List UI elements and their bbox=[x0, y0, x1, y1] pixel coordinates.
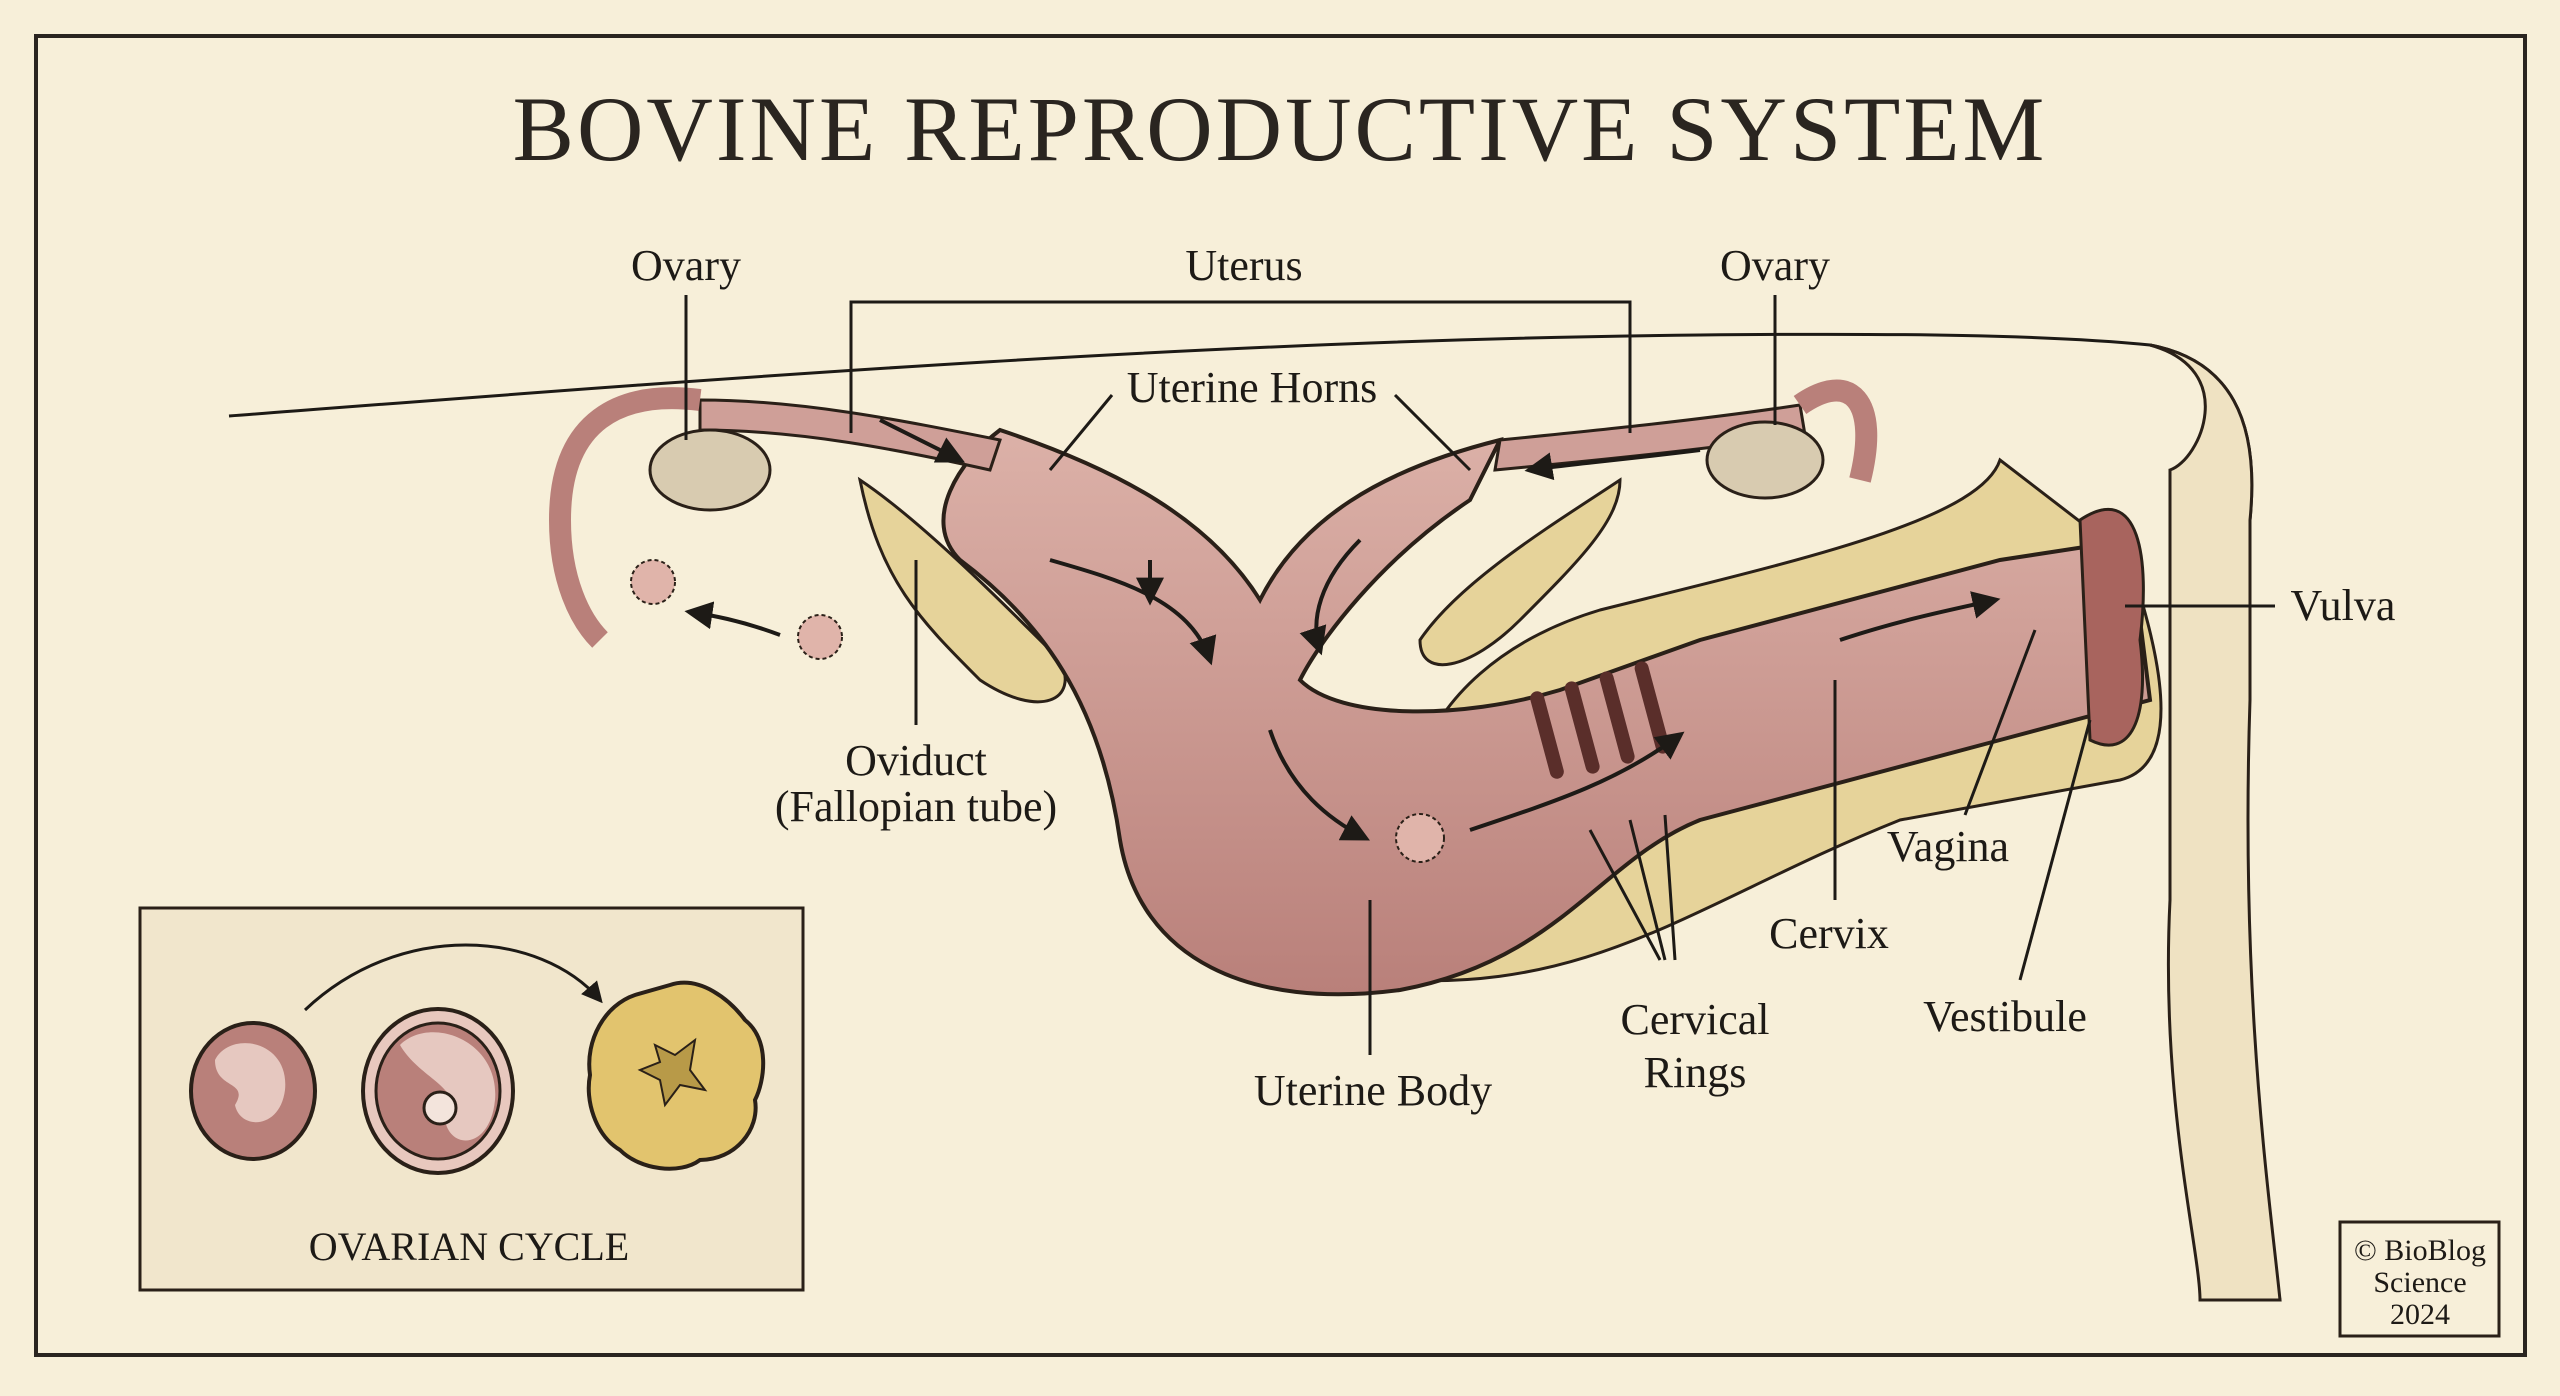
label-oviduct: Oviduct bbox=[845, 736, 987, 785]
ovum-icon bbox=[797, 614, 843, 660]
label-cervical-rings-2: Rings bbox=[1644, 1048, 1747, 1097]
ligament-left bbox=[857, 476, 1067, 704]
ovum-icon bbox=[630, 559, 676, 605]
label-cervical-rings-1: Cervical bbox=[1620, 995, 1769, 1044]
ovary-right bbox=[1705, 420, 1825, 500]
ovarian-cycle-inset: OVARIAN CYCLE bbox=[138, 906, 805, 1292]
label-vagina: Vagina bbox=[1887, 822, 2009, 871]
label-ovary-right: Ovary bbox=[1720, 241, 1830, 290]
corpus-luteum-icon bbox=[586, 980, 766, 1171]
label-uterine-horns: Uterine Horns bbox=[1127, 363, 1378, 412]
cervical-rings bbox=[1530, 661, 1670, 779]
tail bbox=[2149, 343, 2282, 1302]
label-vulva: Vulva bbox=[2291, 581, 2396, 630]
oviduct-right bbox=[1793, 379, 1878, 483]
label-uterus: Uterus bbox=[1185, 241, 1302, 290]
credit-box: © BioBlog Science 2024 bbox=[2338, 1220, 2501, 1338]
label-ovary-left: Ovary bbox=[631, 241, 741, 290]
uterine-horn-left bbox=[698, 398, 1002, 472]
frame-border bbox=[34, 34, 2527, 1357]
uterus-bracket bbox=[849, 300, 1632, 433]
ovum-icon bbox=[1395, 813, 1445, 863]
credit-line-2: Science bbox=[2373, 1266, 2466, 1299]
label-uterine-body: Uterine Body bbox=[1254, 1066, 1492, 1115]
credit-line-3: 2024 bbox=[2390, 1298, 2450, 1331]
label-vestibule: Vestibule bbox=[1923, 992, 2087, 1041]
mature-follicle-icon bbox=[361, 1007, 515, 1175]
label-oviduct-alt: (Fallopian tube) bbox=[775, 782, 1057, 831]
credit-line-1: © BioBlog bbox=[2354, 1234, 2486, 1267]
ovary-left bbox=[648, 428, 772, 512]
flow-arrows bbox=[684, 418, 2001, 841]
page-title: BOVINE REPRODUCTIVE SYSTEM bbox=[513, 78, 2048, 180]
label-cervix: Cervix bbox=[1769, 909, 1889, 958]
primary-follicle-icon bbox=[189, 1021, 317, 1161]
ligament-right bbox=[1418, 477, 1622, 667]
oviduct-left bbox=[548, 387, 702, 648]
inset-title: OVARIAN CYCLE bbox=[309, 1224, 629, 1269]
vulva bbox=[2078, 507, 2145, 747]
leader-lines bbox=[684, 295, 2275, 1055]
